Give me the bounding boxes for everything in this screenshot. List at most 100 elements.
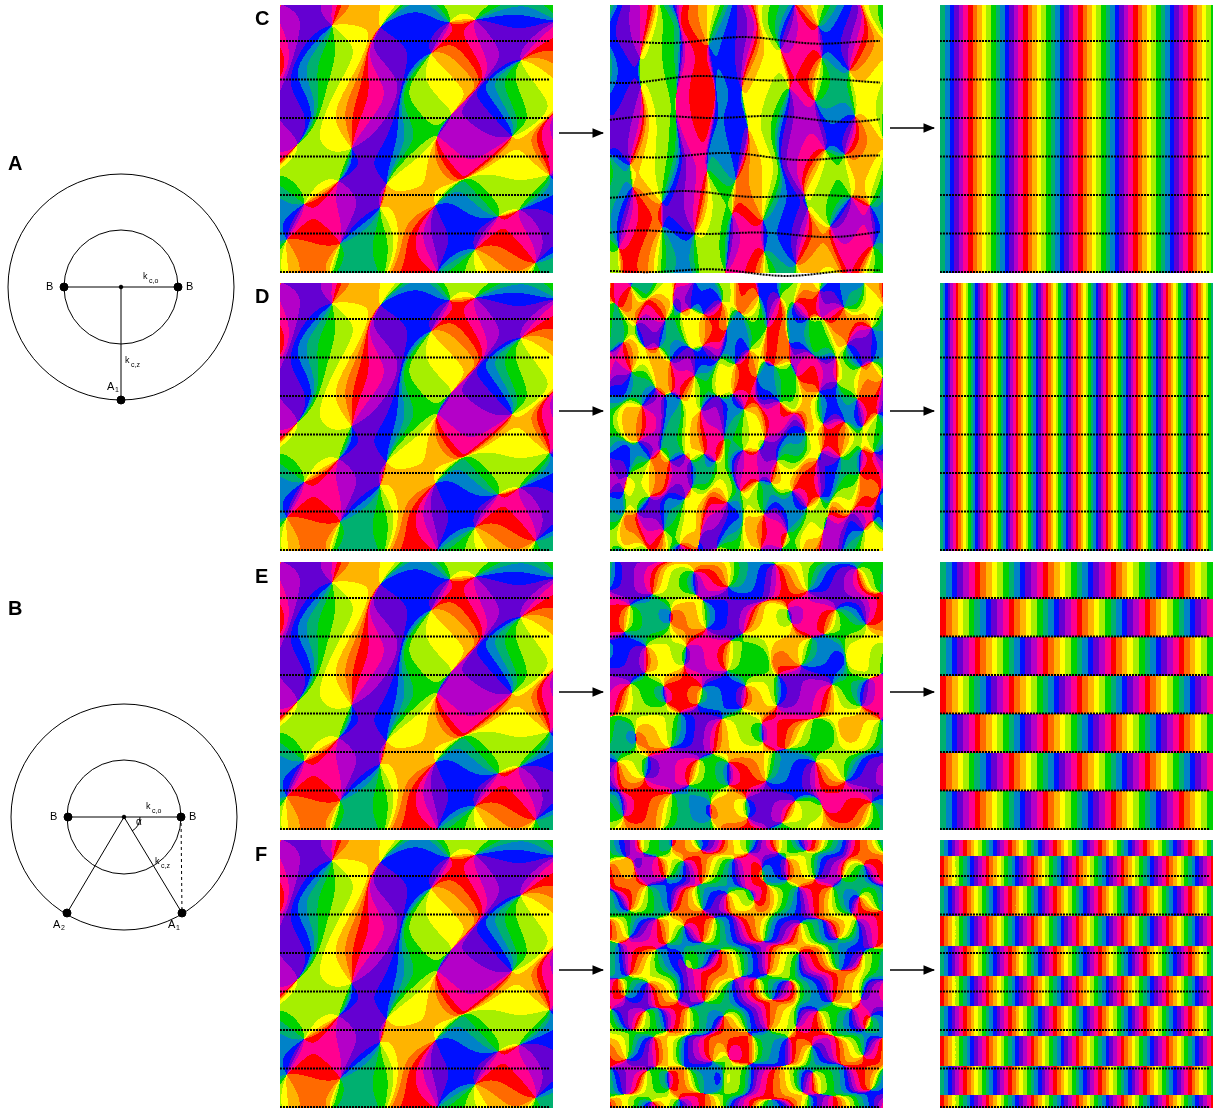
radius-line bbox=[121, 287, 122, 400]
row-line bbox=[940, 875, 1210, 877]
row-line bbox=[280, 233, 550, 235]
point-label: k bbox=[143, 272, 148, 281]
point-label: k bbox=[155, 857, 160, 866]
row-line bbox=[280, 1106, 550, 1108]
row-line bbox=[940, 233, 1210, 235]
row-line bbox=[940, 1106, 1210, 1108]
point-label: α bbox=[136, 817, 142, 827]
row-line bbox=[940, 991, 1210, 993]
row-line bbox=[610, 875, 880, 877]
row-line bbox=[940, 40, 1210, 42]
row-line bbox=[280, 271, 550, 273]
row-line bbox=[610, 153, 880, 160]
step-arrow bbox=[559, 691, 603, 692]
row-line bbox=[610, 395, 880, 397]
row-line bbox=[610, 511, 880, 513]
point-label: B bbox=[189, 811, 196, 822]
a-dot bbox=[178, 909, 186, 917]
row-line bbox=[280, 1029, 550, 1031]
row-line bbox=[610, 269, 880, 276]
row-line bbox=[940, 751, 1210, 753]
row-line bbox=[940, 357, 1210, 359]
row-line bbox=[610, 1068, 880, 1070]
row-line bbox=[940, 914, 1210, 916]
row-line bbox=[280, 914, 550, 916]
row-line bbox=[610, 1106, 880, 1108]
step-arrow bbox=[890, 410, 934, 411]
row-line bbox=[940, 117, 1210, 119]
b-dot bbox=[174, 283, 182, 291]
point-label: B bbox=[50, 811, 57, 822]
row-line bbox=[610, 751, 880, 753]
row-line bbox=[610, 116, 880, 122]
diagram-b bbox=[11, 704, 237, 930]
b-dot bbox=[64, 813, 72, 821]
row-line bbox=[940, 674, 1210, 676]
row-line bbox=[280, 194, 550, 196]
row-line bbox=[610, 674, 880, 676]
b-dot bbox=[177, 813, 185, 821]
row-line bbox=[280, 549, 550, 551]
point-label: B bbox=[186, 281, 193, 292]
row-line bbox=[610, 991, 880, 993]
step-arrow bbox=[559, 969, 603, 970]
row-line bbox=[940, 511, 1210, 513]
row-line bbox=[280, 952, 550, 954]
panel-letter: E bbox=[255, 566, 268, 586]
point-label: A bbox=[53, 919, 60, 930]
row-line bbox=[940, 549, 1210, 551]
row-line bbox=[610, 597, 880, 599]
row-line bbox=[940, 597, 1210, 599]
row-line bbox=[940, 79, 1210, 81]
row-line bbox=[280, 40, 550, 42]
dashed-line bbox=[181, 817, 182, 913]
row-line bbox=[940, 271, 1210, 273]
point-label: k bbox=[146, 802, 151, 811]
row-line bbox=[610, 191, 880, 198]
row-line bbox=[280, 751, 550, 753]
row-line bbox=[280, 318, 550, 320]
row-line bbox=[280, 991, 550, 993]
point-label: 1 bbox=[176, 924, 180, 931]
row-line bbox=[610, 952, 880, 954]
panel-letter: F bbox=[255, 844, 267, 864]
step-arrow bbox=[890, 969, 934, 970]
row-line bbox=[940, 828, 1210, 830]
row-line bbox=[610, 472, 880, 474]
row-line bbox=[280, 434, 550, 436]
row-line bbox=[610, 828, 880, 830]
row-line bbox=[280, 828, 550, 830]
center-dot bbox=[119, 285, 123, 289]
point-label: c,z bbox=[131, 361, 140, 368]
a-dot bbox=[117, 396, 125, 404]
row-line bbox=[940, 790, 1210, 792]
point-label: A bbox=[107, 381, 114, 392]
point-label: c,o bbox=[149, 277, 158, 284]
step-arrow bbox=[890, 127, 934, 128]
row-line bbox=[610, 357, 880, 359]
point-label: 2 bbox=[61, 924, 65, 931]
row-line bbox=[940, 713, 1210, 715]
point-label: k bbox=[125, 356, 130, 365]
radius-line bbox=[67, 817, 124, 913]
row-line bbox=[940, 318, 1210, 320]
row-line bbox=[280, 156, 550, 158]
row-line bbox=[280, 790, 550, 792]
panel-letter: C bbox=[255, 8, 269, 28]
row-line bbox=[610, 318, 880, 320]
row-line bbox=[940, 472, 1210, 474]
step-arrow bbox=[559, 132, 603, 133]
row-line bbox=[280, 472, 550, 474]
panel-letter: A bbox=[8, 153, 22, 173]
a-dot bbox=[63, 909, 71, 917]
panel-letter: D bbox=[255, 286, 269, 306]
row-line bbox=[610, 76, 880, 83]
row-line bbox=[280, 875, 550, 877]
row-line bbox=[610, 914, 880, 916]
row-line bbox=[940, 1029, 1210, 1031]
b-dot bbox=[60, 283, 68, 291]
point-label: c,o bbox=[152, 807, 161, 814]
row-line bbox=[280, 636, 550, 638]
